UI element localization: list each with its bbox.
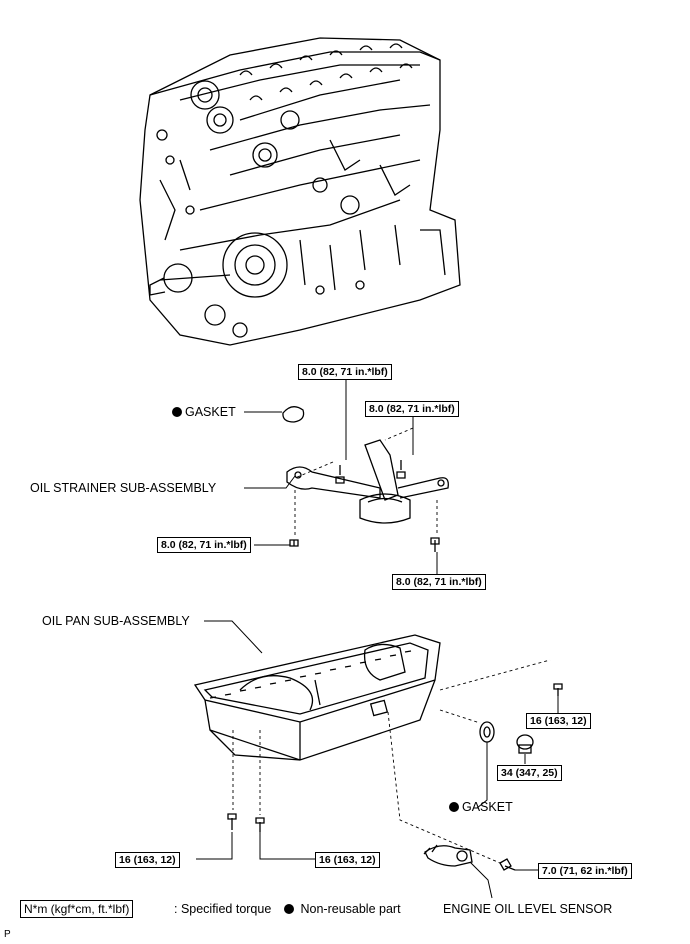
torque-strainer-left: 8.0 (82, 71 in.*lbf) [157, 537, 251, 553]
oil-level-sensor-label: ENGINE OIL LEVEL SENSOR [443, 902, 613, 916]
torque-pan-right-bolt: 16 (163, 12) [526, 713, 591, 729]
oil-pan-label: OIL PAN SUB-ASSEMBLY [42, 614, 190, 628]
torque-strainer-bottom: 8.0 (82, 71 in.*lbf) [392, 574, 486, 590]
torque-sensor-bolt: 7.0 (71, 62 in.*lbf) [538, 863, 632, 879]
non-reusable-dot-icon [172, 407, 182, 417]
torque-drain-plug: 34 (347, 25) [497, 765, 562, 781]
gasket-top-illustration [282, 406, 305, 423]
gasket-top-label: GASKET [172, 405, 236, 419]
legend-nonreusable: Non-reusable part [284, 902, 401, 916]
non-reusable-dot-icon [284, 904, 294, 914]
gasket-bottom-label: GASKET [449, 800, 513, 814]
legend-torque-unit: N*m (kgf*cm, ft.*lbf) [20, 900, 134, 918]
torque-pan-bottom-left: 16 (163, 12) [115, 852, 180, 868]
oil-strainer-label: OIL STRAINER SUB-ASSEMBLY [30, 481, 217, 495]
oil-pan-illustration [193, 634, 441, 761]
non-reusable-dot-icon [449, 802, 459, 812]
oil-strainer-illustration [286, 439, 449, 524]
oil-level-sensor-illustration [423, 844, 473, 867]
torque-strainer-right: 8.0 (82, 71 in.*lbf) [365, 401, 459, 417]
engine-block-illustration [139, 37, 461, 346]
drain-plug-illustration [516, 734, 534, 754]
torque-strainer-top: 8.0 (82, 71 in.*lbf) [298, 364, 392, 380]
gasket-bottom-illustration [479, 721, 495, 743]
corner-mark: P [4, 929, 11, 940]
torque-pan-bottom-center: 16 (163, 12) [315, 852, 380, 868]
legend-torque-desc: : Specified torque [174, 902, 272, 916]
